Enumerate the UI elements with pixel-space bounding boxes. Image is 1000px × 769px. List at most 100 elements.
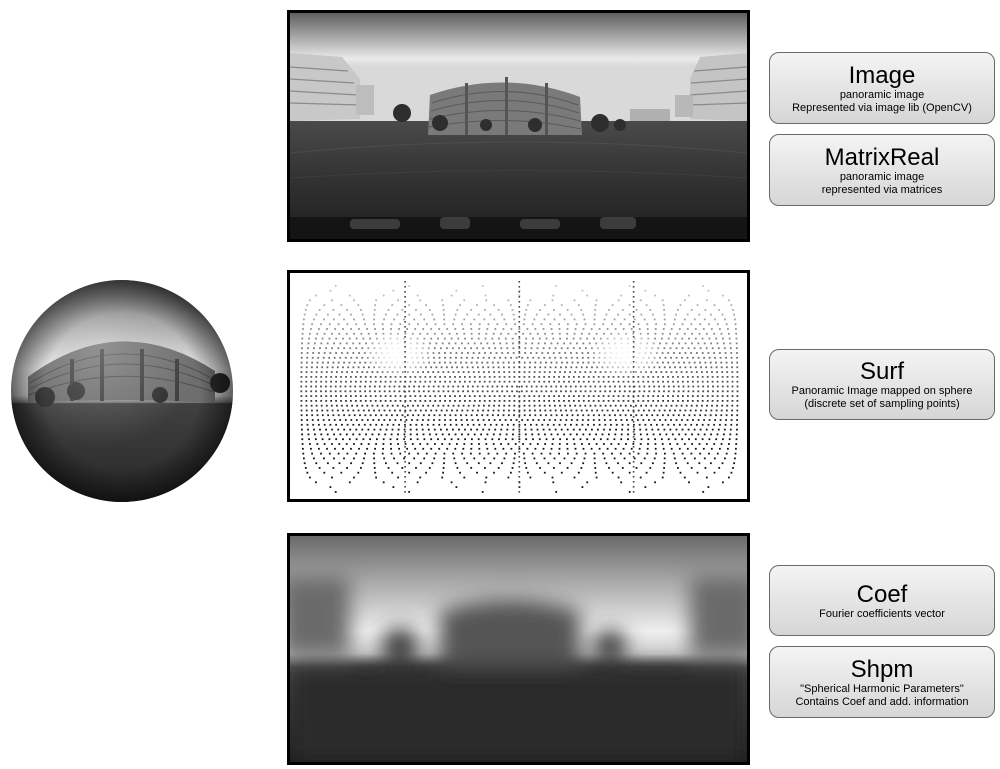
sampling-point [390, 452, 393, 455]
sampling-point [688, 438, 690, 441]
sampling-point [696, 380, 699, 383]
sampling-point [360, 443, 363, 445]
sampling-point [507, 414, 510, 417]
sampling-point [385, 361, 388, 364]
sampling-point [522, 443, 524, 445]
sampling-point [507, 423, 509, 426]
sampling-point [656, 352, 658, 354]
sampling-point [443, 462, 445, 465]
sampling-point [598, 356, 601, 359]
sampling-point [308, 337, 310, 340]
sampling-point [450, 481, 453, 484]
sampling-point [433, 414, 436, 417]
sampling-point [595, 433, 597, 436]
sampling-point [513, 409, 516, 412]
sampling-point [310, 385, 313, 388]
sampling-point [637, 400, 640, 402]
sampling-point [518, 451, 521, 453]
sampling-point [667, 385, 670, 388]
sampling-point [540, 323, 543, 326]
sampling-point [499, 433, 502, 436]
sampling-point [518, 342, 521, 345]
sampling-point [343, 318, 345, 321]
sampling-point [735, 328, 737, 330]
sampling-point [485, 299, 488, 302]
sampling-point [692, 390, 695, 393]
sampling-point [442, 385, 445, 388]
sampling-point [335, 376, 337, 378]
sampling-point [445, 409, 448, 412]
sampling-point [665, 433, 668, 436]
sampling-point [477, 419, 479, 421]
sampling-point [346, 371, 348, 373]
sampling-point [672, 385, 675, 388]
sampling-point [533, 400, 536, 402]
sampling-point [659, 342, 661, 345]
sampling-point [401, 404, 404, 407]
sampling-point [726, 376, 729, 378]
sampling-point [722, 481, 724, 484]
sampling-point [432, 371, 435, 373]
sampling-point [397, 443, 399, 445]
sampling-point [404, 401, 406, 403]
sampling-point [434, 395, 437, 397]
sampling-point [373, 366, 375, 369]
sampling-point [683, 299, 686, 302]
sampling-point [389, 337, 392, 340]
sampling-point [357, 366, 360, 369]
sampling-point [498, 371, 500, 373]
sampling-point [628, 323, 631, 326]
sampling-point [344, 356, 347, 359]
sampling-point [716, 404, 718, 407]
sampling-point [518, 447, 521, 450]
sampling-point [418, 390, 420, 393]
sampling-point [389, 400, 392, 402]
sampling-point [473, 433, 476, 436]
sampling-point [518, 337, 521, 340]
sampling-point [434, 452, 437, 455]
sampling-point [685, 404, 688, 407]
sampling-point [574, 371, 577, 373]
sampling-point [677, 385, 680, 388]
sampling-point [367, 347, 370, 350]
sampling-point [455, 419, 457, 421]
sampling-point [563, 318, 566, 321]
sampling-point [570, 366, 573, 369]
sampling-point [404, 351, 406, 353]
sampling-point [635, 414, 638, 417]
sampling-point [361, 462, 364, 465]
sampling-point [650, 404, 653, 407]
sampling-point [575, 352, 578, 354]
sampling-point [617, 376, 620, 378]
sampling-point [711, 400, 714, 402]
sampling-point [327, 313, 329, 316]
sampling-point [547, 313, 550, 316]
sampling-point [352, 366, 355, 369]
sampling-point [507, 352, 509, 354]
sampling-point [391, 404, 394, 407]
sampling-point [669, 347, 672, 350]
sampling-point [350, 356, 353, 359]
sampling-point [531, 433, 534, 436]
sampling-point [544, 409, 547, 412]
sampling-point [369, 400, 372, 402]
sampling-point [313, 347, 315, 350]
sampling-point [554, 409, 557, 412]
sampling-point [432, 423, 435, 426]
sampling-point [422, 447, 425, 450]
sampling-point [682, 390, 685, 393]
sampling-point [423, 457, 426, 460]
sampling-point [724, 423, 727, 426]
sampling-point [565, 409, 567, 412]
sampling-point [617, 400, 620, 402]
sampling-point [367, 332, 370, 335]
sampling-point [333, 342, 335, 345]
sampling-point [438, 352, 441, 354]
sampling-point [409, 409, 412, 412]
sampling-point [478, 395, 481, 397]
sampling-point [507, 361, 510, 364]
sampling-point [701, 352, 704, 354]
sampling-point [719, 328, 721, 330]
sampling-point [518, 311, 521, 313]
sampling-point [502, 328, 505, 330]
